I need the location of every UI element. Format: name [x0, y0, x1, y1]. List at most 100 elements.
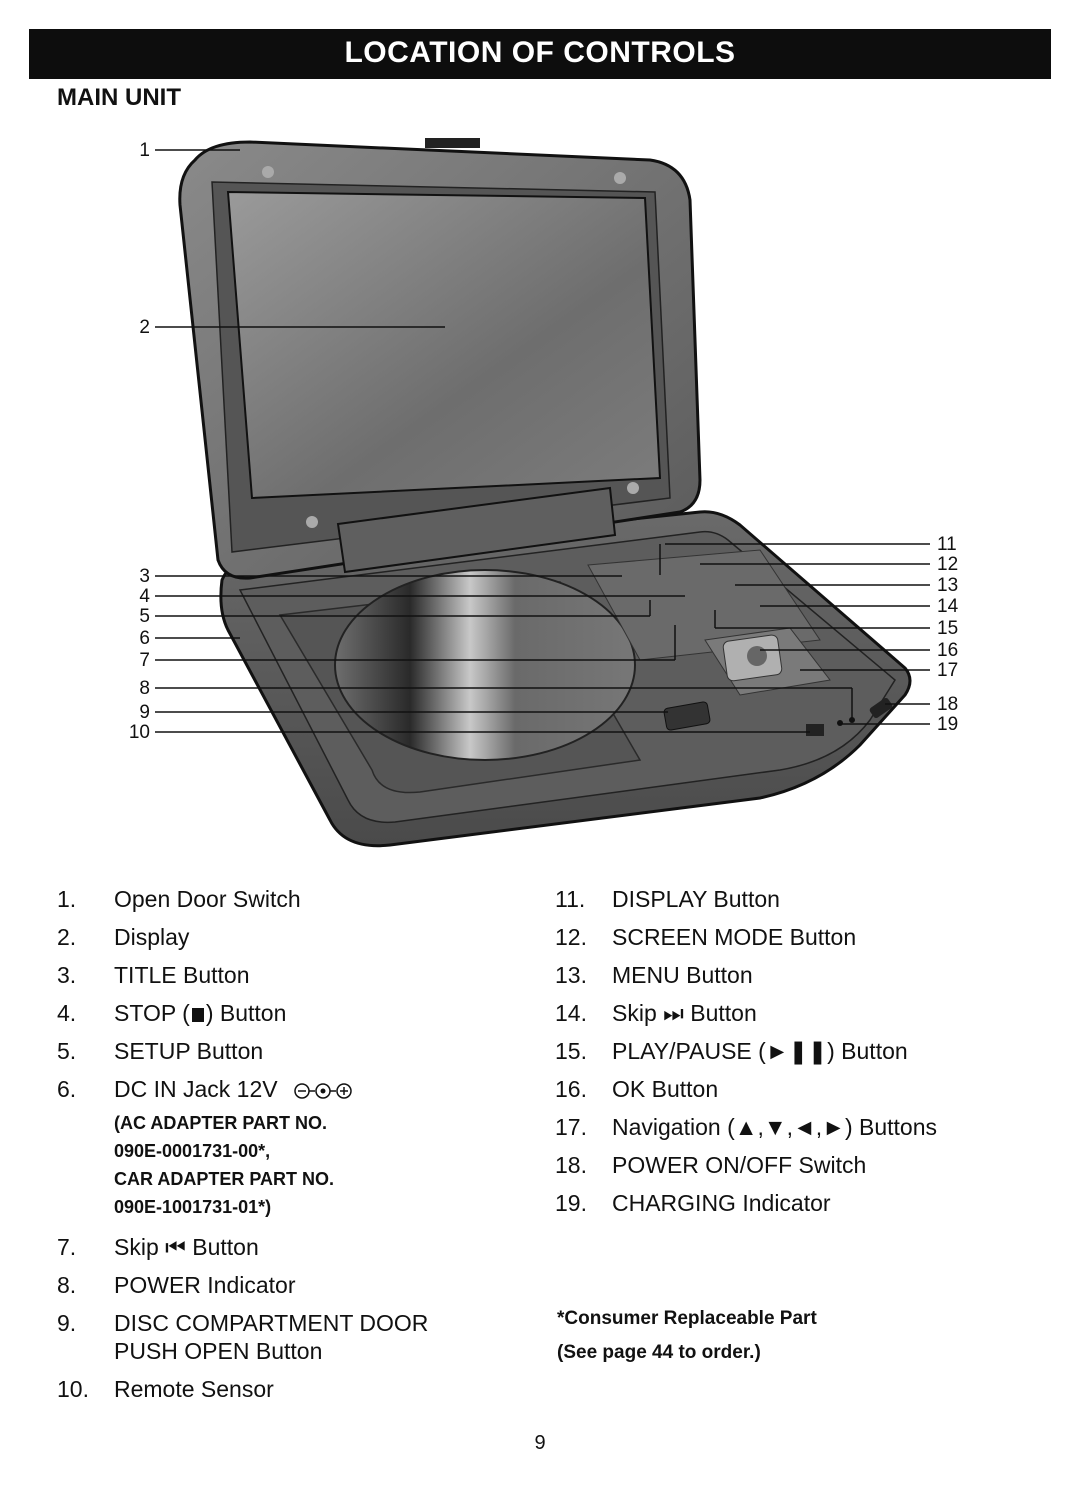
sensor-window	[806, 724, 824, 736]
adapter-note-line: 090E-1001731-01*)	[114, 1197, 272, 1217]
adapter-note-line: 090E-0001731-00*,	[114, 1141, 271, 1161]
callout-11: 11	[937, 534, 957, 555]
callout-18: 18	[937, 694, 958, 715]
power-switch-shape	[869, 697, 893, 719]
footnote: *Consumer Replaceable Part (See page 44 …	[557, 1302, 817, 1370]
item-label: Navigation (▲,▼,◄,►) Buttons	[612, 1113, 1035, 1141]
footnote-line: (See page 44 to order.)	[557, 1342, 761, 1363]
dc-polarity-icon	[293, 1083, 352, 1099]
item-number: 3.	[57, 962, 77, 988]
item-number: 8.	[57, 1272, 77, 1298]
list-item: 16.OK Button	[555, 1075, 1035, 1103]
item-number: 5.	[57, 1038, 77, 1064]
list-item: 14.Skip ⏭ Button	[555, 999, 1035, 1027]
page-title: LOCATION OF CONTROLS	[344, 36, 736, 69]
item-label: Display	[114, 924, 190, 950]
ok-button-shape	[747, 646, 767, 666]
callout-16: 16	[937, 640, 958, 661]
item-label: PLAY/PAUSE (►❚❚) Button	[612, 1037, 1035, 1065]
callout-3: 3	[139, 566, 150, 587]
item-number: 9.	[57, 1310, 77, 1336]
item-number: 12.	[555, 924, 587, 950]
right-item-list: 11.DISPLAY Button 12.SCREEN MODE Button …	[555, 885, 1035, 1227]
callout-8: 8	[139, 678, 150, 699]
callout-lines-left	[155, 149, 853, 733]
callout-17: 17	[937, 660, 958, 681]
item-label-post: Button	[185, 1234, 259, 1260]
callout-4: 4	[139, 586, 150, 607]
page-number: 9	[534, 1432, 546, 1454]
callout-15: 15	[937, 618, 958, 639]
item-number: 16.	[555, 1076, 587, 1102]
list-item: 11. DISPLAY Button	[555, 885, 1035, 913]
callout-13: 13	[937, 575, 958, 596]
item-label-post: ) Buttons	[844, 1114, 938, 1140]
item-number: 1.	[57, 886, 77, 912]
page-title-banner: LOCATION OF CONTROLS	[29, 29, 1051, 79]
list-item: 7.Skip ⏮ Button	[57, 1233, 497, 1261]
navigation-arrows-icon: ▲,▼,◄,►	[734, 1114, 845, 1140]
item-label: CHARGING Indicator	[612, 1190, 831, 1216]
list-item: 4.STOP () Button	[57, 999, 497, 1027]
skip-back-icon: ⏮	[165, 1234, 186, 1260]
button-panel	[587, 549, 893, 736]
item-label-pre: Navigation (	[612, 1114, 735, 1140]
item-label-post: ) Button	[205, 1000, 287, 1026]
left-item-list: 1.Open Door Switch 2. Display 3. TITLE But…	[57, 885, 497, 1413]
item-number: 15.	[555, 1038, 587, 1064]
list-item: 15. PLAY/PAUSE (►❚❚) Button	[555, 1037, 1035, 1065]
item-label: SETUP Button	[114, 1038, 264, 1064]
list-item: 6.DC IN Jack 12V	[57, 1075, 497, 1103]
list-item: 1.Open Door Switch	[57, 885, 497, 913]
item-label: TITLE Button	[114, 962, 250, 988]
callout-19: 19	[937, 714, 958, 735]
item-number: 2.	[57, 924, 77, 950]
item-label: DISPLAY Button	[612, 886, 780, 912]
item-number: 18.	[555, 1152, 587, 1178]
list-item: 13. MENU Button	[555, 961, 1035, 989]
item-number: 10.	[57, 1376, 89, 1402]
stop-icon	[191, 1008, 204, 1022]
item-number: 17.	[555, 1114, 587, 1140]
play-pause-icon: ►❚❚	[765, 1038, 828, 1064]
item-label: STOP ( ) Button	[114, 999, 497, 1027]
item-number: 11.	[555, 886, 586, 912]
dvd-player-diagram: 1 2 3 4 5 6 7 8 9 10 11 12 13 14 15 16 1…	[129, 138, 959, 848]
skip-forward-icon: ⏭	[663, 1000, 684, 1026]
list-item: 5. SETUP Button	[57, 1037, 497, 1065]
item-label-pre: PLAY/PAUSE (	[612, 1038, 766, 1064]
list-item: 17. Navigation (▲,▼,◄,►) Buttons	[555, 1113, 1035, 1141]
door-open-button	[663, 701, 711, 731]
item-label: MENU Button	[612, 962, 753, 988]
list-item: 9. DISC COMPARTMENT DOOR PUSH OPEN Button	[57, 1309, 497, 1365]
callout-10: 10	[129, 722, 150, 743]
player-lid	[178, 138, 702, 580]
adapter-note-line: CAR ADAPTER PART NO.	[114, 1169, 334, 1189]
item-label: DC IN Jack 12V	[114, 1075, 497, 1103]
item-label: DISC COMPARTMENT DOOR PUSH OPEN Button	[114, 1310, 429, 1364]
list-item: 19.CHARGING Indicator	[555, 1189, 1035, 1217]
callout-9: 9	[139, 702, 150, 723]
callout-14: 14	[937, 596, 959, 617]
callout-7: 7	[139, 650, 150, 671]
item-number: 13.	[555, 962, 587, 988]
item-label-pre: Skip	[114, 1234, 166, 1260]
callout-lines-right	[659, 543, 930, 725]
adapter-note: (AC ADAPTER PART NO. 090E-0001731-00*, C…	[114, 1109, 497, 1221]
footnote-line: *Consumer Replaceable Part	[557, 1308, 817, 1329]
list-item: 18. POWER ON/OFF Switch	[555, 1151, 1035, 1179]
item-label-pre: STOP (	[114, 1000, 190, 1026]
item-label-text: DC IN Jack 12V	[114, 1076, 278, 1102]
item-label: POWER ON/OFF Switch	[612, 1152, 867, 1178]
list-item: 8.POWER Indicator	[57, 1271, 497, 1299]
item-label: Remote Sensor	[114, 1376, 274, 1402]
callout-12: 12	[937, 554, 958, 575]
callout-5: 5	[139, 606, 150, 627]
list-item: 10. Remote Sensor	[57, 1375, 497, 1403]
item-label-pre: Skip	[612, 1000, 664, 1026]
item-label-post: ) Button	[827, 1038, 908, 1064]
adapter-note-line: (AC ADAPTER PART NO.	[114, 1113, 327, 1133]
callout-2: 2	[139, 317, 150, 338]
callout-6: 6	[139, 628, 150, 649]
item-label: SCREEN MODE Button	[612, 924, 857, 950]
